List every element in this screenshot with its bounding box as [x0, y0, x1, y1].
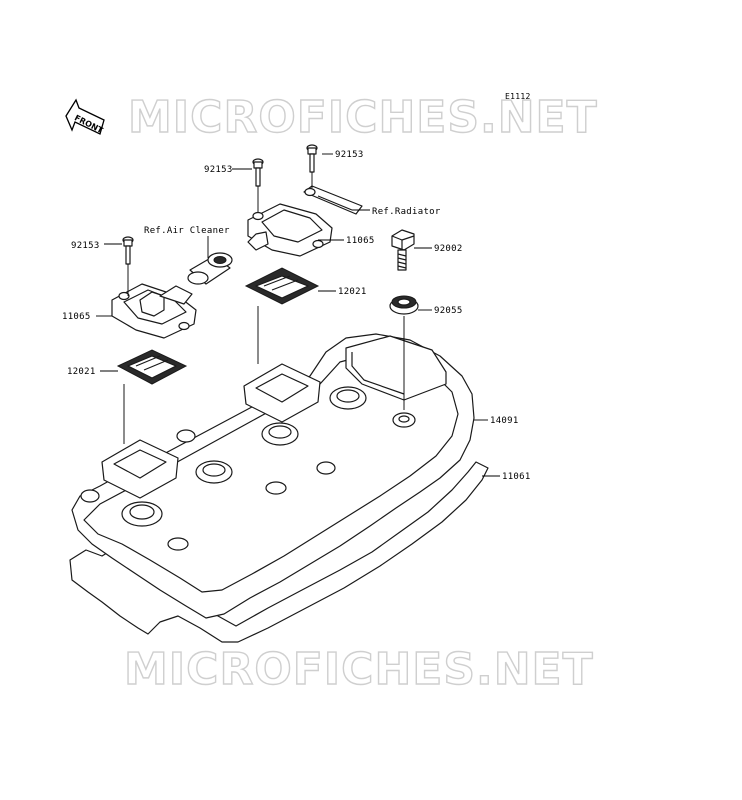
cover-ports [80, 335, 447, 551]
air-cleaner-hose [187, 252, 233, 285]
diagram-code: E1112 [505, 92, 531, 101]
valve-cover-rim [83, 353, 459, 593]
reed-cover-left-11065 [111, 283, 197, 339]
bolt-right-92153 [306, 144, 318, 173]
callout-11065-left: 11065 [62, 312, 91, 322]
callout-ref-air-cleaner: Ref.Air Cleaner [144, 226, 230, 236]
callout-12021-left: 12021 [67, 367, 96, 377]
grommet-92055 [389, 295, 419, 315]
bolt-92002 [391, 229, 415, 271]
watermark-bottom: MICROFICHES.NET [124, 644, 594, 695]
front-arrow-icon: FRONT [65, 98, 105, 135]
callout-14091: 14091 [490, 416, 519, 426]
bolt-left-92153 [122, 236, 134, 265]
callout-11065-right: 11065 [346, 236, 375, 246]
watermark-top: MICROFICHES.NET [128, 92, 598, 143]
callout-92002: 92002 [434, 244, 463, 254]
callout-92153-mid: 92153 [204, 165, 233, 175]
callout-11061: 11061 [502, 472, 531, 482]
callout-ref-radiator: Ref.Radiator [372, 207, 441, 217]
callout-92153-left: 92153 [71, 241, 100, 251]
leader-lines [96, 153, 500, 477]
reed-gasket-left-12021 [116, 349, 188, 385]
reed-gasket-right-12021 [244, 267, 320, 305]
radiator-bracket [303, 185, 363, 215]
callout-12021-right: 12021 [338, 287, 367, 297]
callout-92153-right: 92153 [335, 150, 364, 160]
bolt-mid-92153 [252, 158, 264, 187]
callout-92055: 92055 [434, 306, 463, 316]
reed-cover-right-11065 [247, 203, 333, 257]
